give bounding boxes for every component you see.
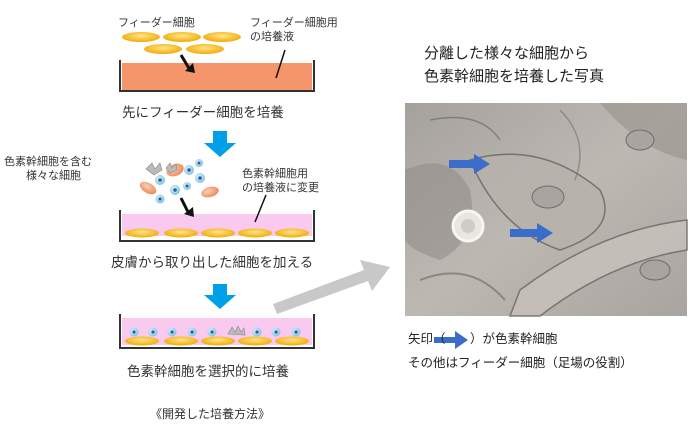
flow-arrow-2 — [204, 284, 236, 309]
step3-caption: 色素幹細胞を選択的に培養 — [127, 364, 289, 380]
step1-feeder-cells — [122, 32, 241, 54]
legend-arrow-icon — [434, 331, 468, 349]
stem-medium-label-1: 色素幹細胞用 — [242, 167, 308, 180]
photo-title-1: 分離した様々な細胞から — [424, 44, 590, 62]
step1-caption: 先にフィーダー細胞を培養 — [122, 105, 284, 121]
flow-arrow-1 — [204, 131, 236, 157]
step2-medium-pointer — [254, 194, 267, 223]
legend-suffix: ）が色素幹細胞 — [470, 331, 558, 346]
stem-cell-arrow-2 — [510, 223, 553, 243]
method-caption: 《開発した培養方法》 — [150, 407, 271, 421]
step1-cells-arrowhead — [185, 63, 195, 73]
step2-dish — [119, 210, 315, 242]
micrograph-photo — [405, 103, 688, 317]
mixed-cells-label-1: 色素幹細胞を含む — [4, 155, 92, 168]
stem-cell-arrow-1 — [449, 154, 490, 174]
step1-medium-pointer — [275, 49, 286, 79]
stem-medium-label-2: の培養液に変更 — [242, 181, 319, 194]
legend-prefix: 矢印（ — [408, 331, 446, 346]
step1-dish — [119, 60, 315, 92]
step2-mixed-cells — [139, 159, 219, 204]
mixed-cells-label-2: 様々な細胞 — [26, 169, 81, 182]
feeder-cells-label: フィーダー細胞 — [118, 16, 195, 29]
to-photo-arrow — [273, 260, 390, 314]
step2-caption: 皮膚から取り出した細胞を加える — [111, 255, 314, 271]
step3-dish — [119, 314, 315, 349]
feeder-medium-label-1: フィーダー細胞用 — [250, 16, 338, 29]
legend-line2: その他はフィーダー細胞（足場の役割） — [408, 355, 633, 370]
step2-cells-arrowhead — [184, 207, 194, 217]
photo-title-2: 色素幹細胞を培養した写真 — [424, 67, 605, 85]
feeder-medium-label-2: の培養液 — [250, 30, 294, 43]
